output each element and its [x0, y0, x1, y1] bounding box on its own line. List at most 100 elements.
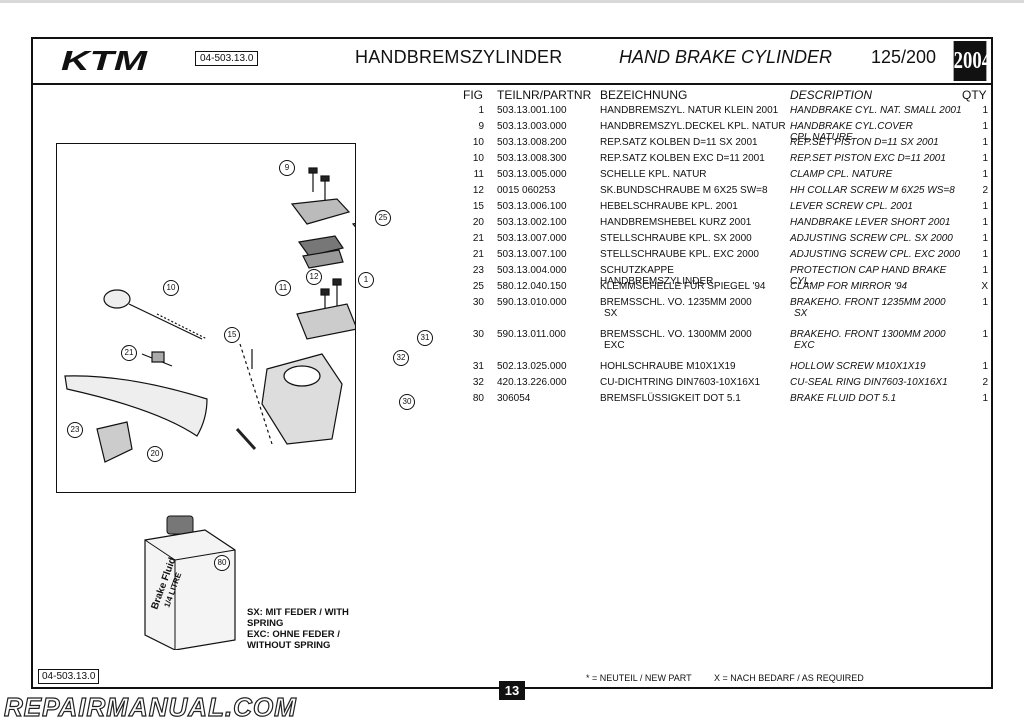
row-de: SK.BUNDSCHRAUBE M 6X25 SW=8	[600, 185, 768, 196]
row-en: HANDBRAKE LEVER SHORT 2001	[790, 217, 951, 228]
row-part: 503.13.008.300	[497, 153, 567, 164]
callout-31: 31	[417, 330, 433, 346]
callout-1: 1	[358, 272, 374, 288]
row-en: BRAKEHO. FRONT 1235MM 2000	[790, 297, 946, 308]
row-part: 590.13.010.000	[497, 297, 567, 308]
row-de: HOHLSCHRAUBE M10X1X19	[600, 361, 736, 372]
row-part: 502.13.025.000	[497, 361, 567, 372]
row-part: 503.13.003.000	[497, 121, 567, 132]
row-de: SCHUTZKAPPE HANDBREMSZYLINDER	[600, 265, 714, 287]
note-sx: SX: MIT FEDER / WITH SPRING	[247, 607, 349, 629]
spring-note: SX: MIT FEDER / WITH SPRING EXC: OHNE FE…	[247, 607, 355, 651]
row-qty: 2	[982, 377, 988, 388]
row-en: CLAMP FOR MIRROR '94	[790, 281, 908, 292]
row-de: STELLSCHRAUBE KPL. EXC 2000	[600, 249, 759, 260]
row-part: 580.12.040.150	[497, 281, 567, 292]
row-qty: X	[981, 281, 988, 292]
row-qty: 1	[982, 329, 988, 340]
callout-10: 10	[163, 280, 179, 296]
row-fig: 30	[472, 329, 484, 340]
row-part: 503.13.008.200	[497, 137, 567, 148]
row-en: HANDBRAKE CYL. NAT. SMALL 2001	[790, 105, 962, 116]
callout-23: 23	[67, 422, 83, 438]
row-part: 503.13.007.100	[497, 249, 567, 260]
row-en2: SX	[794, 308, 808, 319]
page-number: 13	[499, 681, 525, 700]
row-de: HANDBREMSHEBEL KURZ 2001	[600, 217, 752, 228]
row-de2: SX	[604, 308, 618, 319]
row-fig: 21	[472, 249, 484, 260]
callout-9: 9	[279, 160, 295, 176]
col-header-qty: QTY	[962, 88, 987, 102]
row-qty: 1	[982, 361, 988, 372]
row-fig: 9	[478, 121, 484, 132]
row-en: REP.SET PISTON D=11 SX 2001	[790, 137, 939, 148]
row-de: REP.SATZ KOLBEN D=11 SX 2001	[600, 137, 758, 148]
row-de: CU-DICHTRING DIN7603-10X16X1	[600, 377, 761, 388]
col-header-en: DESCRIPTION	[790, 88, 873, 102]
row-en2: EXC	[794, 340, 815, 351]
col-header-de: BEZEICHNUNG	[600, 88, 688, 102]
row-en: PROTECTION CAP HAND BRAKE CYL.	[790, 265, 947, 287]
col-header-fig: FIG	[463, 88, 483, 102]
row-en: LEVER SCREW CPL. 2001	[790, 201, 913, 212]
row-qty: 1	[982, 233, 988, 244]
row-en: BRAKE FLUID DOT 5.1	[790, 393, 897, 404]
row-qty: 1	[982, 297, 988, 308]
row-part: 306054	[497, 393, 531, 404]
row-fig: 23	[472, 265, 484, 276]
row-part: 0015 060253	[497, 185, 556, 196]
row-en: HH COLLAR SCREW M 6X25 WS=8	[790, 185, 955, 196]
row-part: 503.13.005.000	[497, 169, 567, 180]
row-fig: 20	[472, 217, 484, 228]
row-de: KLEMMSCHELLE FÜR SPIEGEL '94	[600, 281, 766, 292]
footer-note-new-part: * = NEUTEIL / NEW PART	[586, 673, 692, 683]
row-en: REP.SET PISTON EXC D=11 2001	[790, 153, 946, 164]
row-en: HOLLOW SCREW M10X1X19	[790, 361, 926, 372]
bottle-drawing: Brake Fluid 1/4 LITRE	[144, 515, 236, 651]
row-de: HEBELSCHRAUBE KPL. 2001	[600, 201, 738, 212]
col-header-part: TEILNR/PARTNR	[497, 88, 592, 102]
row-qty: 1	[982, 105, 988, 116]
brake-fluid-bottle: Brake Fluid 1/4 LITRE	[135, 510, 245, 651]
row-qty: 1	[982, 249, 988, 260]
row-qty: 1	[982, 153, 988, 164]
row-de: SCHELLE KPL. NATUR	[600, 169, 707, 180]
callout-12: 12	[306, 269, 322, 285]
row-de: BREMSFLÜSSIGKEIT DOT 5.1	[600, 393, 741, 404]
row-en: CU-SEAL RING DIN7603-10X16X1	[790, 377, 948, 388]
model-year: 2004	[953, 41, 991, 81]
row-fig: 80	[472, 393, 484, 404]
row-en: ADJUSTING SCREW CPL. SX 2000	[790, 233, 953, 244]
callout-20: 20	[147, 446, 163, 462]
row-part: 503.13.006.100	[497, 201, 567, 212]
row-qty: 1	[982, 137, 988, 148]
row-qty: 1	[982, 121, 988, 132]
row-de: HANDBREMSZYL.DECKEL KPL. NATUR	[600, 121, 786, 132]
row-fig: 12	[472, 185, 484, 196]
row-en: CLAMP CPL. NATURE	[790, 169, 893, 180]
row-qty: 1	[982, 169, 988, 180]
row-part: 503.13.007.000	[497, 233, 567, 244]
footer-note-as-required: X = NACH BEDARF / AS REQUIRED	[714, 673, 864, 683]
title-german: HANDBREMSZYLINDER	[355, 47, 563, 67]
row-part: 503.13.004.000	[497, 265, 567, 276]
row-fig: 32	[472, 377, 484, 388]
row-en: BRAKEHO. FRONT 1300MM 2000	[790, 329, 946, 340]
row-fig: 10	[472, 137, 484, 148]
row-qty: 1	[982, 201, 988, 212]
row-fig: 10	[472, 153, 484, 164]
row-fig: 31	[472, 361, 484, 372]
row-de: HANDBREMSZYL. NATUR KLEIN 2001	[600, 105, 779, 116]
diagram-drawing	[64, 167, 438, 463]
top-rule	[0, 0, 1024, 3]
row-qty: 1	[982, 265, 988, 276]
row-fig: 11	[473, 169, 484, 180]
row-fig: 15	[472, 201, 484, 212]
row-de: BREMSSCHL. VO. 1300MM 2000	[600, 329, 752, 340]
page-header: KTM 04-503.13.0 HANDBREMSZYLINDER HAND B…	[33, 39, 991, 85]
row-de: BREMSSCHL. VO. 1235MM 2000	[600, 297, 752, 308]
row-fig: 21	[472, 233, 484, 244]
row-part: 503.13.001.100	[497, 105, 567, 116]
